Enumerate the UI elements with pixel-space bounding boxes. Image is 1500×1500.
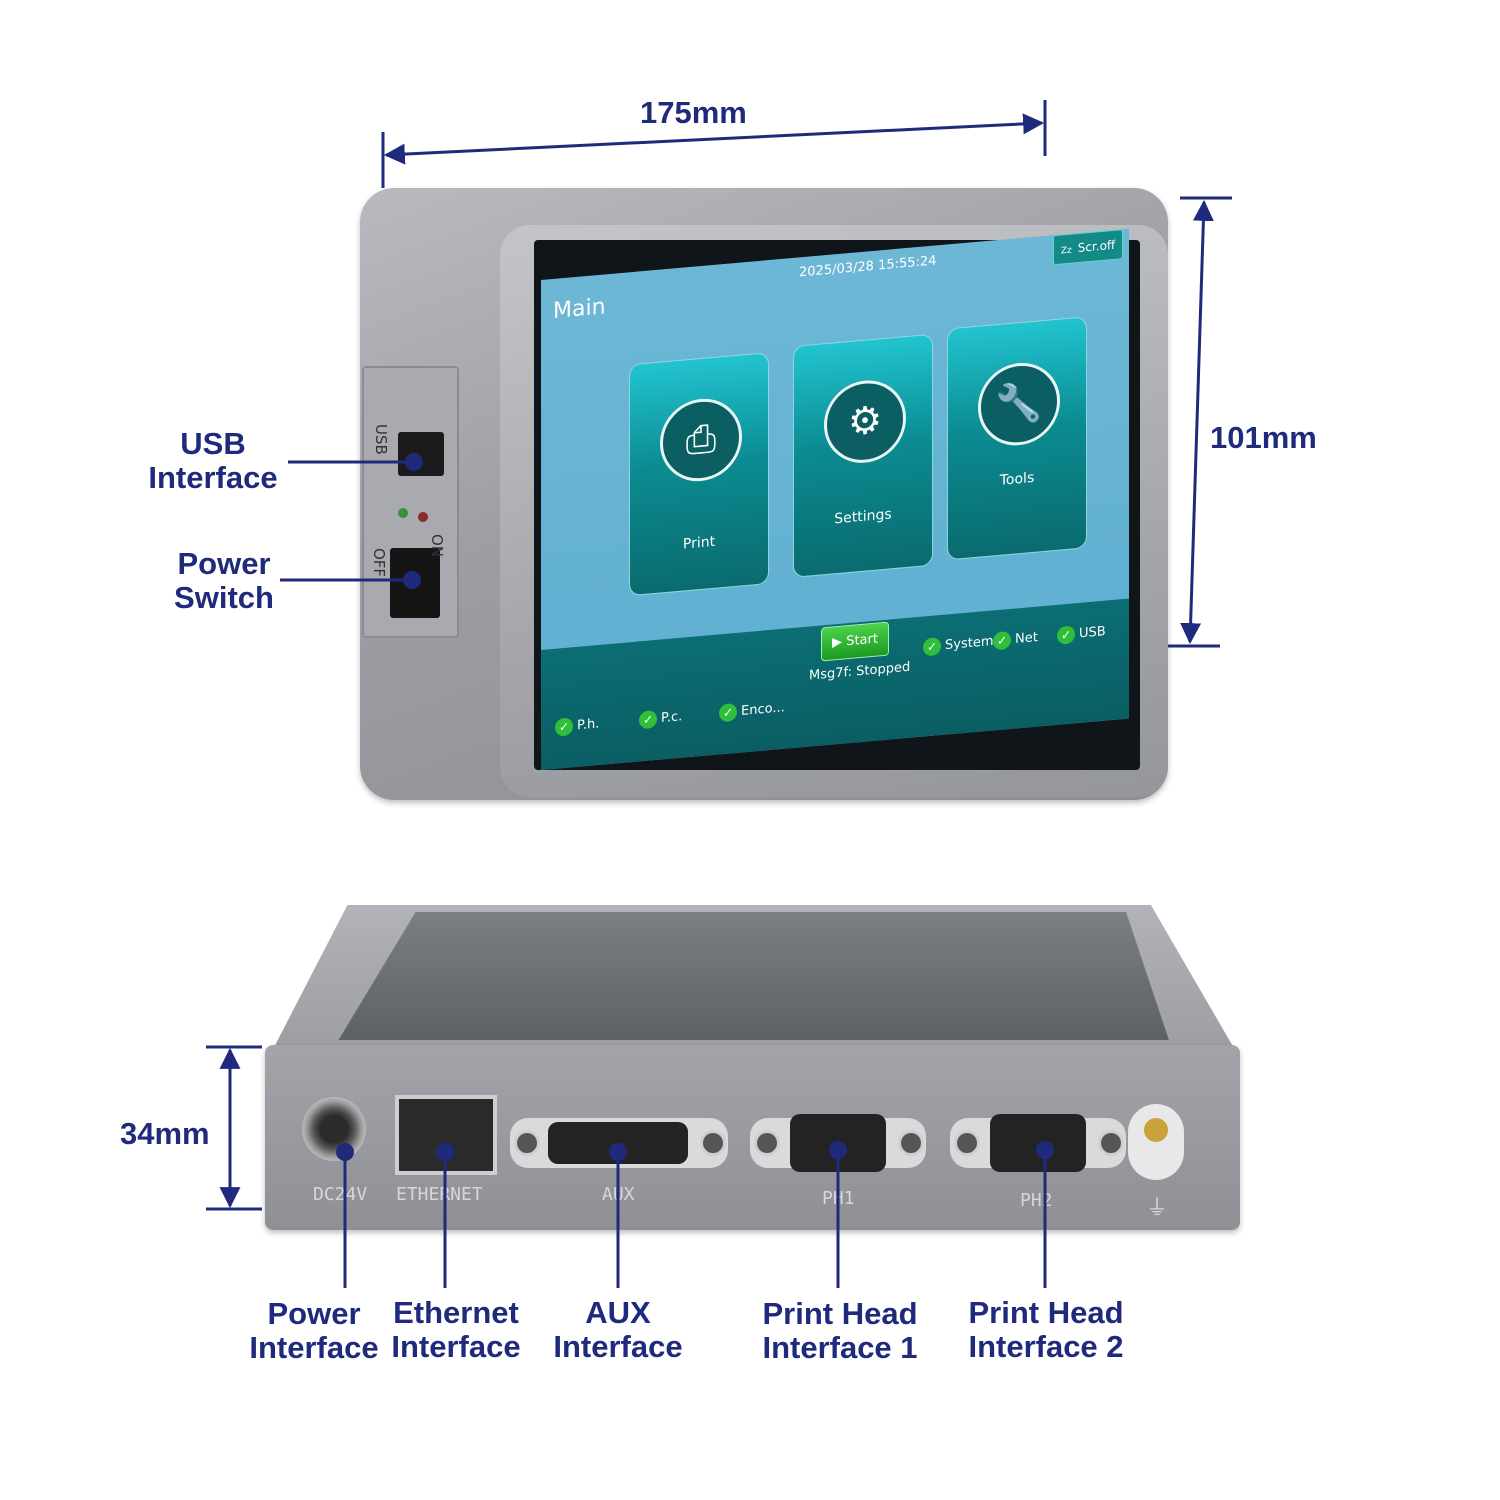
status-led-green	[398, 508, 408, 518]
screw-icon	[700, 1130, 726, 1156]
print-head-1-callout: Print Head Interface 1	[762, 1296, 918, 1365]
width-label: 175mm	[640, 95, 747, 130]
ethernet-interface-callout: Ethernet Interface	[391, 1295, 521, 1364]
silk-ethernet: ETHERNET	[396, 1184, 483, 1205]
height-dimension-line	[1180, 199, 1214, 645]
screw-icon	[1098, 1130, 1124, 1156]
usb-port	[398, 432, 444, 476]
screw-icon	[514, 1130, 540, 1156]
dc-power-jack	[302, 1097, 366, 1161]
status-led-red	[418, 512, 428, 522]
ground-symbol-icon: ⏚	[1146, 1196, 1169, 1221]
usb-leader-dot	[405, 453, 423, 471]
ground-terminal	[1128, 1104, 1184, 1180]
power-interface-callout: Power Interface	[249, 1296, 379, 1365]
silk-dc: DC24V	[313, 1184, 368, 1205]
screw-icon	[898, 1130, 924, 1156]
screen-glass-top-view	[338, 912, 1169, 1040]
screw-icon	[954, 1130, 980, 1156]
screw-icon	[754, 1130, 780, 1156]
aux-port	[510, 1118, 728, 1168]
ph2-port	[950, 1114, 1126, 1172]
usb-callout: USB Interface	[148, 426, 278, 495]
height-label: 101mm	[1210, 420, 1317, 455]
print-head-2-callout: Print Head Interface 2	[968, 1295, 1124, 1364]
width-dimension-line	[383, 113, 1045, 165]
ph2-connector	[990, 1114, 1086, 1172]
ground-pin	[1144, 1118, 1168, 1142]
aux-interface-callout: AUX Interface	[553, 1295, 683, 1364]
switch-leader-dot	[403, 571, 421, 589]
depth-label: 34mm	[120, 1116, 210, 1151]
power-switch-callout: Power Switch	[174, 546, 274, 615]
